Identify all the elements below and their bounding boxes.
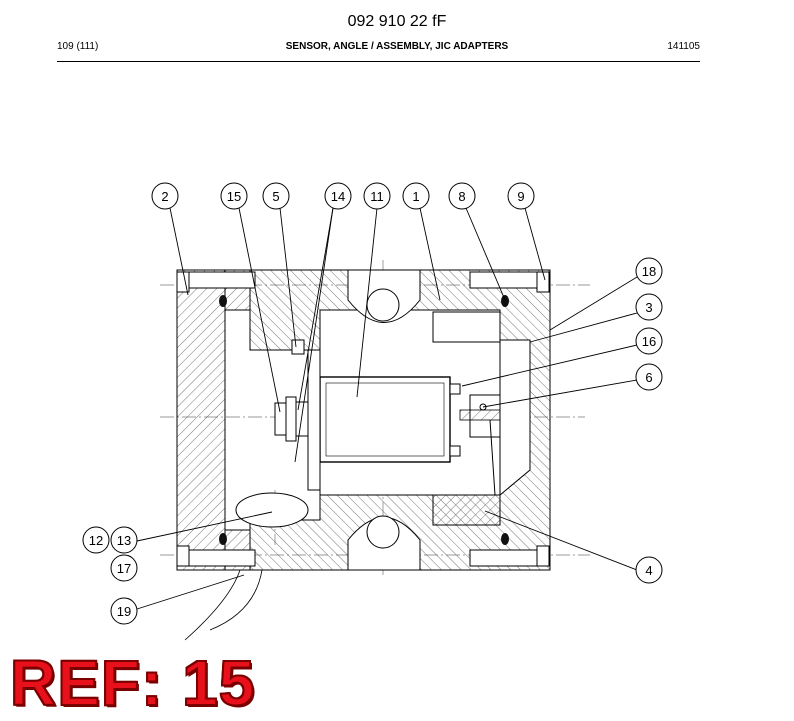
- callout-3: 3: [645, 300, 652, 315]
- callout-6: 6: [645, 370, 652, 385]
- callout-8: 8: [458, 189, 465, 204]
- header-rule: [57, 61, 700, 62]
- callout-5: 5: [272, 189, 279, 204]
- callout-circles: [82, 182, 663, 625]
- callout-15: 15: [227, 189, 241, 204]
- oval-port: [235, 492, 309, 528]
- callout-17: 17: [117, 561, 131, 576]
- callout-1: 1: [412, 189, 419, 204]
- callout-2: 2: [161, 189, 168, 204]
- callout-18: 18: [642, 264, 656, 279]
- o-rings: [219, 295, 509, 545]
- document-title: SENSOR, ANGLE / ASSEMBLY, JIC ADAPTERS: [285, 41, 509, 52]
- callout-19: 19: [117, 604, 131, 619]
- callout-14: 14: [331, 189, 345, 204]
- callout-12: 12: [89, 533, 103, 548]
- callout-16: 16: [642, 334, 656, 349]
- callout-4: 4: [645, 563, 652, 578]
- sensor-body: [274, 339, 461, 491]
- reference-label: REF: 15: [9, 646, 256, 720]
- document-number: 092 910 22 fF: [347, 13, 447, 30]
- document-code: 141105: [667, 41, 700, 52]
- page-number: 109 (111): [57, 41, 99, 52]
- cable: [184, 569, 263, 641]
- callout-11: 11: [370, 189, 384, 204]
- callout-9: 9: [517, 189, 524, 204]
- callout-13: 13: [117, 533, 131, 548]
- leader-lines: [136, 207, 638, 610]
